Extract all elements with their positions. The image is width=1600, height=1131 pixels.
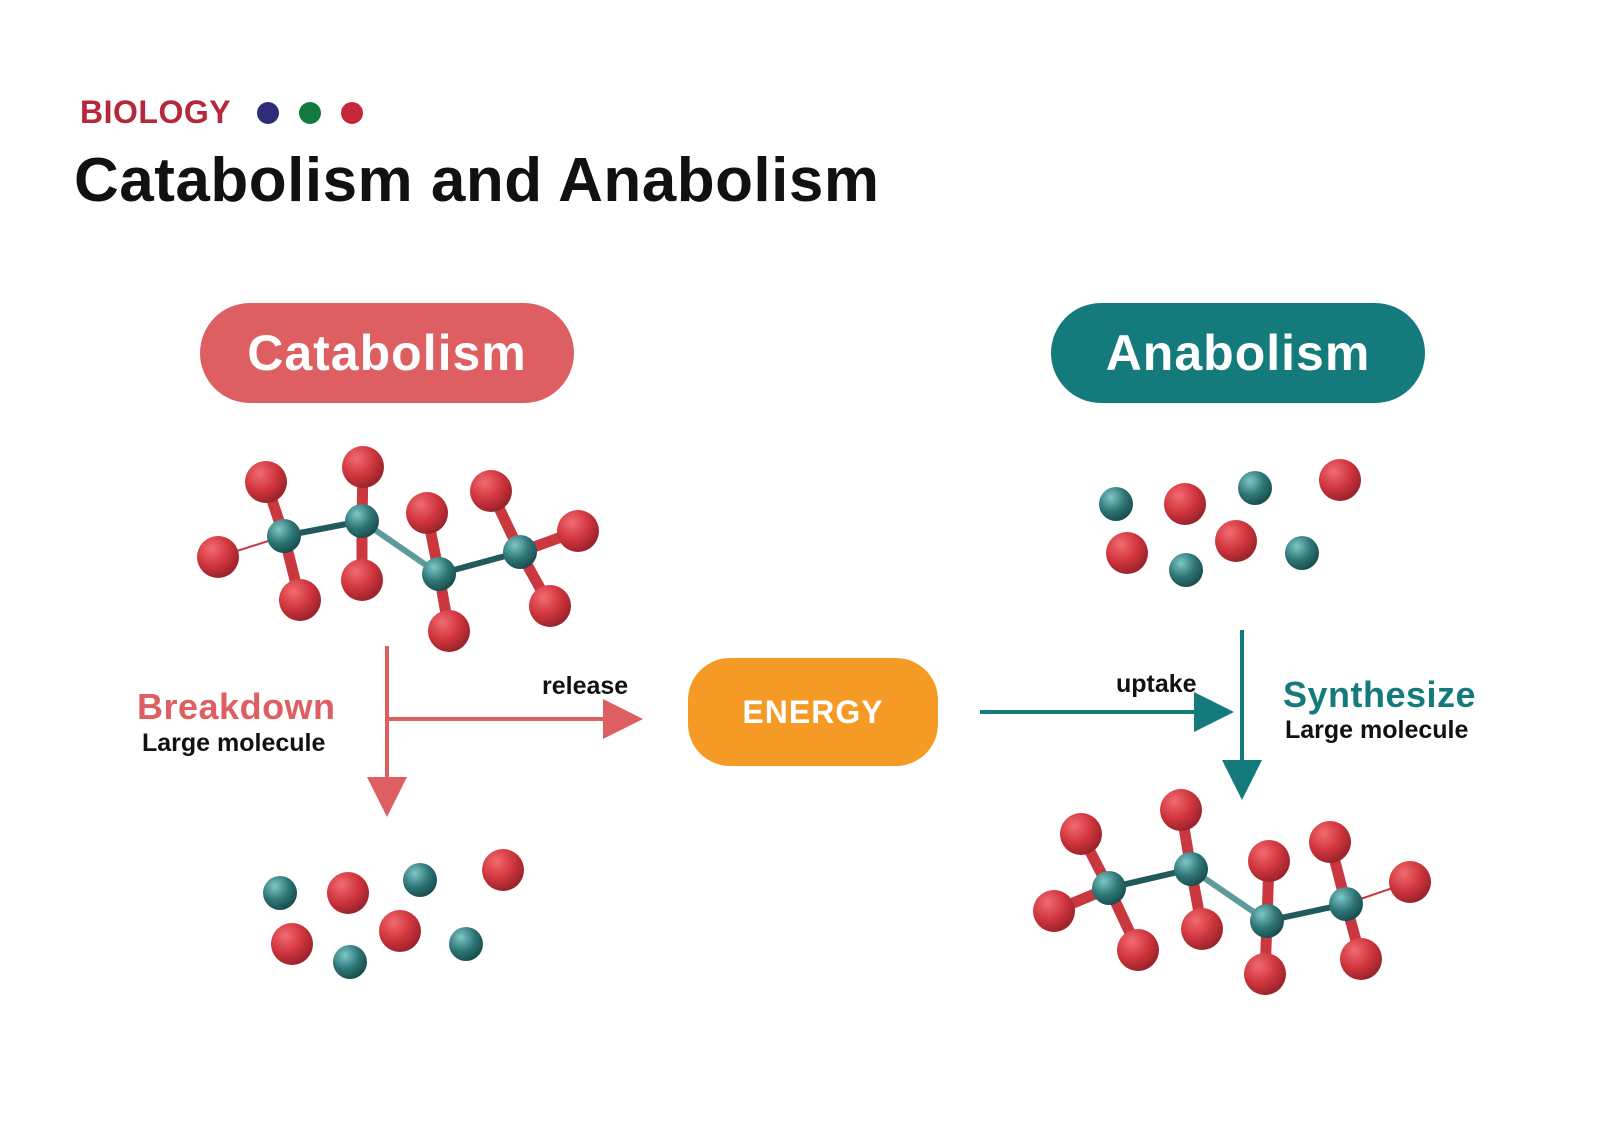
catabolism-products bbox=[263, 849, 524, 979]
anabolism-pill: Anabolism bbox=[1051, 303, 1425, 403]
navy-dot-icon bbox=[257, 102, 279, 124]
anabolism-arrows bbox=[980, 630, 1262, 800]
catabolism-large-molecule bbox=[197, 446, 599, 652]
anabolism-reactants bbox=[1099, 459, 1361, 587]
topic-label: BIOLOGY bbox=[80, 94, 232, 130]
synthesize-label: Synthesize bbox=[1283, 674, 1477, 715]
synthesize-subject-label: Large molecule bbox=[1285, 716, 1469, 744]
catabolism-pill-label: Catabolism bbox=[247, 325, 527, 381]
energy-pill: ENERGY bbox=[688, 658, 938, 766]
anabolism-pill-label: Anabolism bbox=[1105, 325, 1371, 381]
red-dot-icon bbox=[341, 102, 363, 124]
anabolism-large-molecule bbox=[1033, 789, 1431, 995]
catabolism-pill: Catabolism bbox=[200, 303, 574, 403]
topic-dots bbox=[257, 102, 363, 124]
release-label: release bbox=[542, 672, 629, 700]
breakdown-subject-label: Large molecule bbox=[142, 729, 326, 757]
catabolism-arrows bbox=[367, 646, 643, 817]
green-dot-icon bbox=[299, 102, 321, 124]
page-title: Catabolism and Anabolism bbox=[74, 146, 880, 215]
breakdown-label: Breakdown bbox=[137, 686, 336, 727]
uptake-label: uptake bbox=[1116, 670, 1197, 698]
energy-label: ENERGY bbox=[742, 693, 884, 730]
